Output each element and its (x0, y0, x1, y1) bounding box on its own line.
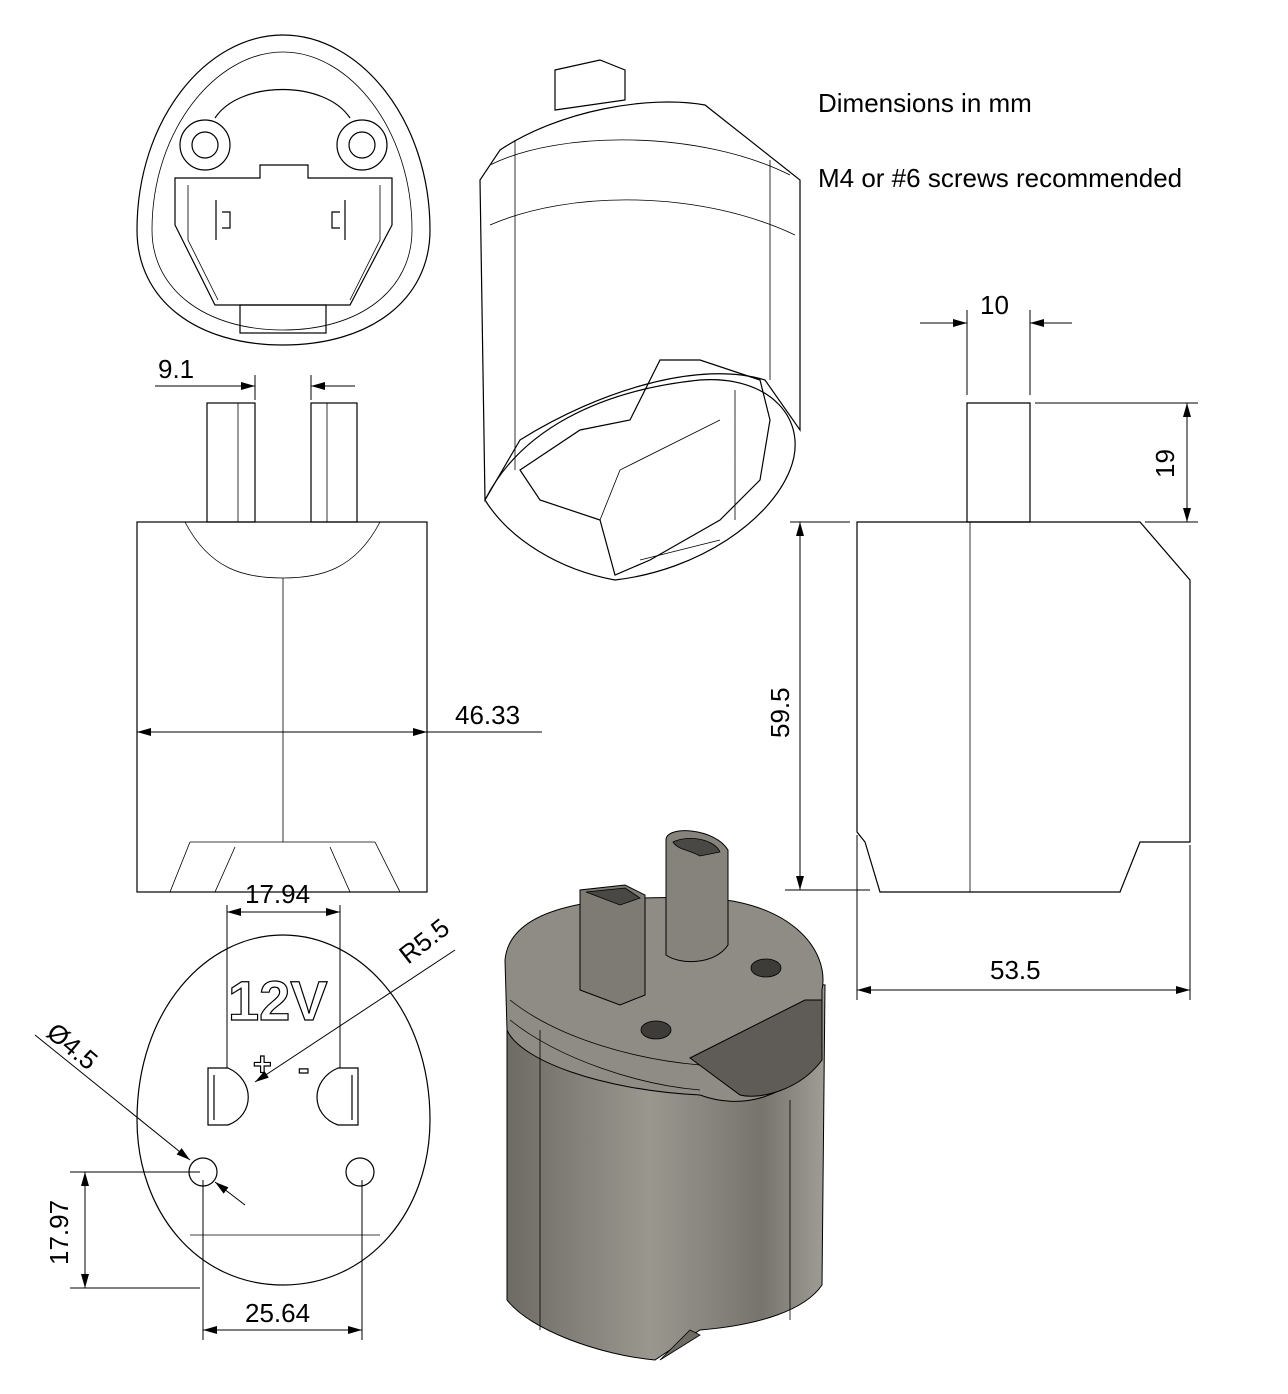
dim-body-height-side: 59.5 (765, 521, 870, 891)
screw-hole-right (345, 1157, 375, 1187)
dim-label: 19 (1150, 449, 1180, 478)
dim-label: Ø4.5 (41, 1017, 103, 1076)
units-note: Dimensions in mm (818, 88, 1032, 118)
dim-label: R5.5 (393, 912, 455, 969)
dim-label: 59.5 (765, 687, 795, 738)
side-view (856, 402, 1191, 893)
bottom-view: 12V + - (136, 934, 431, 1286)
iso-view-wireframe (479, 59, 801, 581)
dim-label: 17.97 (44, 1200, 74, 1265)
dim-label: 46.33 (455, 700, 520, 730)
screws-note: M4 or #6 screws recommended (818, 163, 1182, 193)
dim-label: 10 (980, 290, 1009, 320)
dim-label: 25.64 (245, 1298, 310, 1328)
voltage-embossing: 12V (228, 969, 328, 1032)
negative-marking: - (298, 1050, 309, 1088)
dim-hole-spacing: 25.64 (202, 1180, 363, 1340)
dim-pin-height-side: 19 (1035, 402, 1198, 523)
dim-pin-width-side: 10 (920, 290, 1072, 395)
dim-pin-spacing-front: 9.1 (155, 354, 355, 400)
dim-hole-offset: 17.97 (44, 1171, 200, 1289)
dim-width-front: 46.33 (137, 700, 542, 736)
dim-label: 9.1 (158, 354, 194, 384)
dim-depth-side: 53.5 (856, 835, 1191, 1000)
iso-view-render (504, 830, 826, 1361)
top-view (136, 34, 431, 346)
dim-label: 17.94 (245, 879, 310, 909)
front-view (136, 402, 428, 893)
dim-label: 53.5 (990, 955, 1041, 985)
dim-pin-spacing-bottom: 17.94 (226, 879, 341, 1068)
